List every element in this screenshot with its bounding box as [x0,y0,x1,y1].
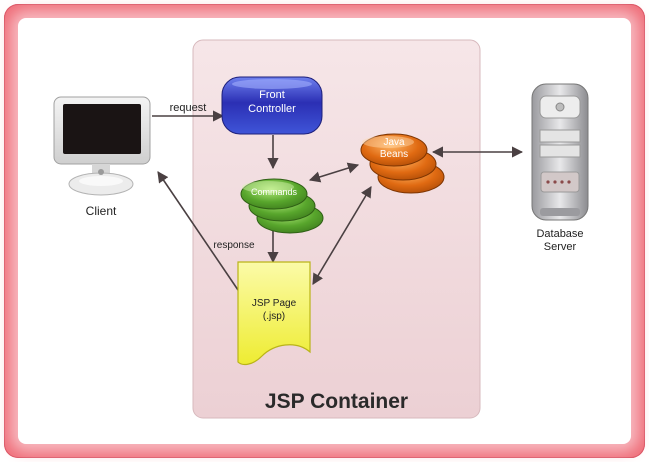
request-label: request [169,102,207,114]
jsp-page-line1: JSP Page [251,298,297,309]
database-line1: Database [536,228,584,240]
database-server-label: Database Server [520,228,600,254]
database-line2: Server [543,241,577,253]
beans-jsp-arrow [312,186,372,285]
java-beans-label: Java Beans [362,137,426,161]
front-controller-line2: Controller [248,103,296,115]
jsp-page-label: JSP Page (.jsp) [238,297,310,323]
java-beans-line1: Java [383,137,405,148]
front-controller-node [221,76,323,135]
response-label: response [213,240,255,251]
commands-node [240,178,324,234]
java-beans-line2: Beans [379,149,409,160]
front-controller-line1: Front [259,89,285,101]
jsp-container-title: JSP Container [264,390,409,413]
client-label: Client [85,204,117,218]
client-computer-icon [53,96,151,196]
java-beans-node [360,133,445,194]
commands-label: Commands [250,187,297,197]
commands-beans-arrow [308,162,360,183]
jsp-page-document [237,261,311,366]
jsp-page-line2: (.jsp) [262,311,286,322]
response-arrow [157,171,239,291]
front-controller-label: Front Controller [222,88,322,116]
database-server-icon [531,83,589,221]
